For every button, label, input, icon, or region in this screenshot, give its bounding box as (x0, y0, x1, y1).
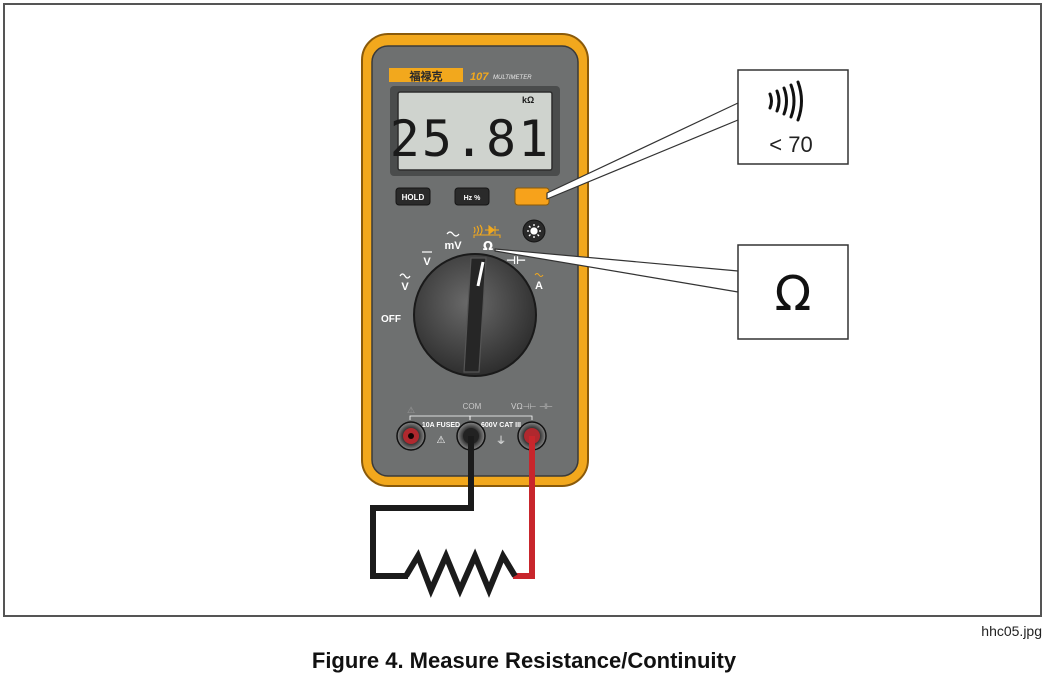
dial-label-vac: V (401, 281, 409, 293)
diode-small-icon (485, 224, 499, 236)
lcd-unit: kΩ (522, 95, 534, 105)
amp-jack-hole (408, 433, 414, 439)
dial-label-mv: mV (444, 240, 462, 252)
hold-button[interactable] (395, 187, 431, 206)
ohm-callout-symbol: Ω (775, 266, 812, 322)
figure-frame (3, 3, 1042, 617)
lcd-reading: 25.81 (390, 110, 551, 168)
continuity-small-icon (473, 224, 483, 236)
model-suffix-label: MULTIMETER (493, 75, 532, 81)
resistor (403, 548, 518, 598)
ground-icon: ⏚ (496, 435, 506, 447)
multimeter-illustration: 福禄克 107 MULTIMETER kΩ 25.81 HOLD Hz % mV… (361, 33, 849, 598)
dial-label-cap: ⊣⊢ (506, 254, 526, 267)
function-button[interactable] (514, 187, 550, 206)
continuity-threshold-text: < 70 (769, 132, 812, 157)
right-terminal-marking: 600V CAT III (481, 422, 521, 429)
continuity-beeper-icon (768, 80, 803, 122)
ohm-callout-box (737, 244, 849, 340)
dial-label-vdc: V (423, 256, 431, 268)
dial-indicator (476, 261, 485, 287)
dial-pointer-grip (463, 257, 487, 373)
ohm-range-bracket (473, 234, 501, 238)
dial-label-ohm: Ω (483, 239, 493, 253)
brand-label: 福禄克 (409, 69, 443, 83)
dial-label-off: OFF (381, 314, 401, 325)
warning-icon: ⚠ (407, 406, 415, 416)
mv-ac-wave-icon (446, 231, 460, 237)
right-terminal-symbols: VΩ⊣⊢ ⊣⊢ (511, 402, 553, 411)
right-terminal-bracket (469, 415, 533, 420)
dial-label-amp: A (535, 280, 543, 292)
black-test-lead (370, 436, 474, 579)
vac-wave-icon (399, 273, 411, 279)
image-filename-label: hhc05.jpg (981, 623, 1042, 639)
continuity-callout-box (737, 69, 849, 165)
model-label: 107 (470, 71, 489, 83)
lcd-screen (397, 91, 553, 171)
amp-ac-wave-icon (534, 273, 544, 277)
brand-badge (389, 68, 463, 82)
com-label: COM (463, 402, 482, 411)
hz-button-label: Hz % (464, 195, 482, 202)
fuse-warning-icon: ⚠ (437, 435, 446, 446)
hold-button-label: HOLD (402, 193, 425, 202)
hz-button[interactable] (454, 187, 490, 206)
backlight-icon (527, 224, 541, 238)
figure-caption: Figure 4. Measure Resistance/Continuity (311, 648, 737, 673)
red-test-lead (513, 436, 535, 579)
left-terminal-marking: 10A FUSED (422, 422, 460, 429)
